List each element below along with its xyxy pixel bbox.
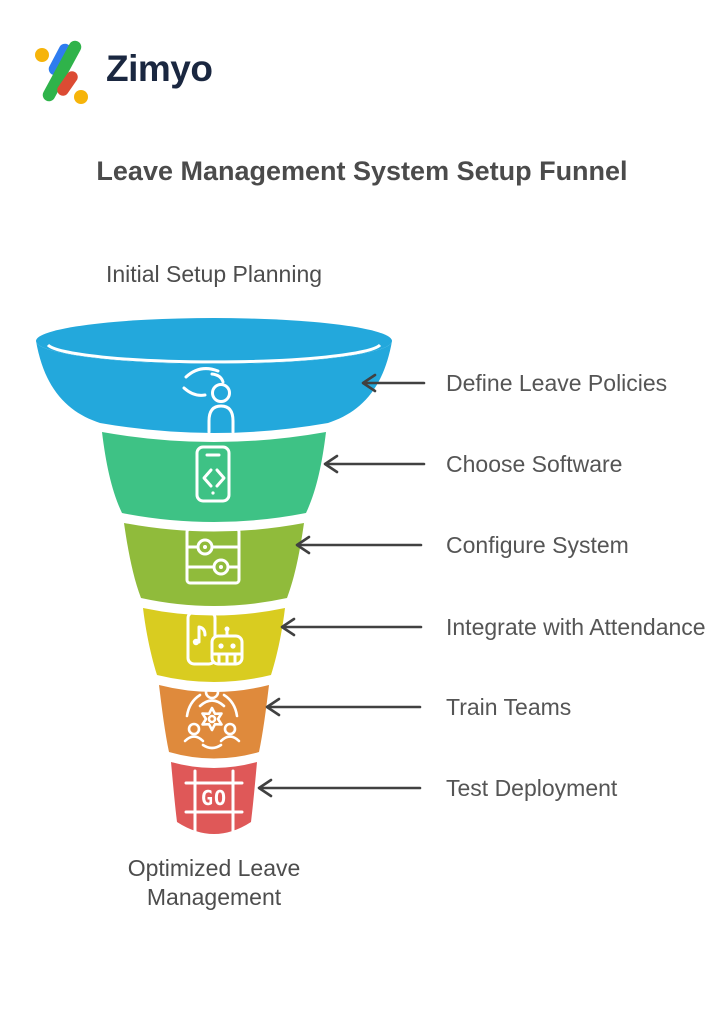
funnel-stage-define-leave-policies [36,318,392,434]
arrow-train-teams [265,697,422,717]
funnel-entry-label: Initial Setup Planning [105,261,323,287]
stage-label-train-teams: Train Teams [446,694,572,720]
stage-arrows [257,373,426,798]
funnel-stage-choose-software [102,432,326,522]
stage-label-define-leave-policies: Define Leave Policies [446,370,668,396]
stage-label-integrate-with-attendance: Integrate with Attendance [446,614,706,640]
funnel-stage-test-deployment: GO [171,762,257,836]
arrow-integrate-with-attendance [280,617,423,637]
go-banner-icon: GO [184,769,244,836]
logo-stroke-green [42,40,82,102]
smartphone-code-icon [195,445,231,503]
logo-stroke-blue [48,43,72,76]
page-title: Leave Management System Setup Funnel [96,156,628,186]
funnel-mouth [36,318,392,364]
logo-dot-top [35,48,49,62]
logo-stroke-red [57,71,78,96]
brand-name: Zimyo [106,48,213,89]
hand-picking-person-icon [182,367,235,434]
funnel-stage-2-band [102,432,326,522]
funnel-stage-integrate-with-attendance [143,608,285,682]
brand-logo: Zimyo [34,40,334,110]
arrow-choose-software [323,454,426,474]
stage-label-configure-system: Configure System [446,532,629,558]
arrow-test-deployment [257,778,422,798]
settings-sliders-icon [185,527,241,585]
go-banner-text: GO [201,786,227,810]
logo-dot-bottom [74,90,88,104]
stage-label-test-deployment: Test Deployment [446,775,618,801]
arrow-define-leave-policies [361,373,426,393]
funnel-stage-configure-system [124,523,304,606]
funnel-stage-train-teams [159,684,269,759]
stage-label-choose-software: Choose Software [446,451,623,477]
phone-robot-icon [186,610,244,666]
team-gear-icon [183,684,241,750]
zimyo-logo-icon [35,40,88,104]
arrow-configure-system [295,535,423,555]
funnel-exit-label: Optimized Leave Management [127,855,301,910]
funnel-mouth-rim [46,343,382,364]
funnel-stage-6-band [171,762,257,834]
